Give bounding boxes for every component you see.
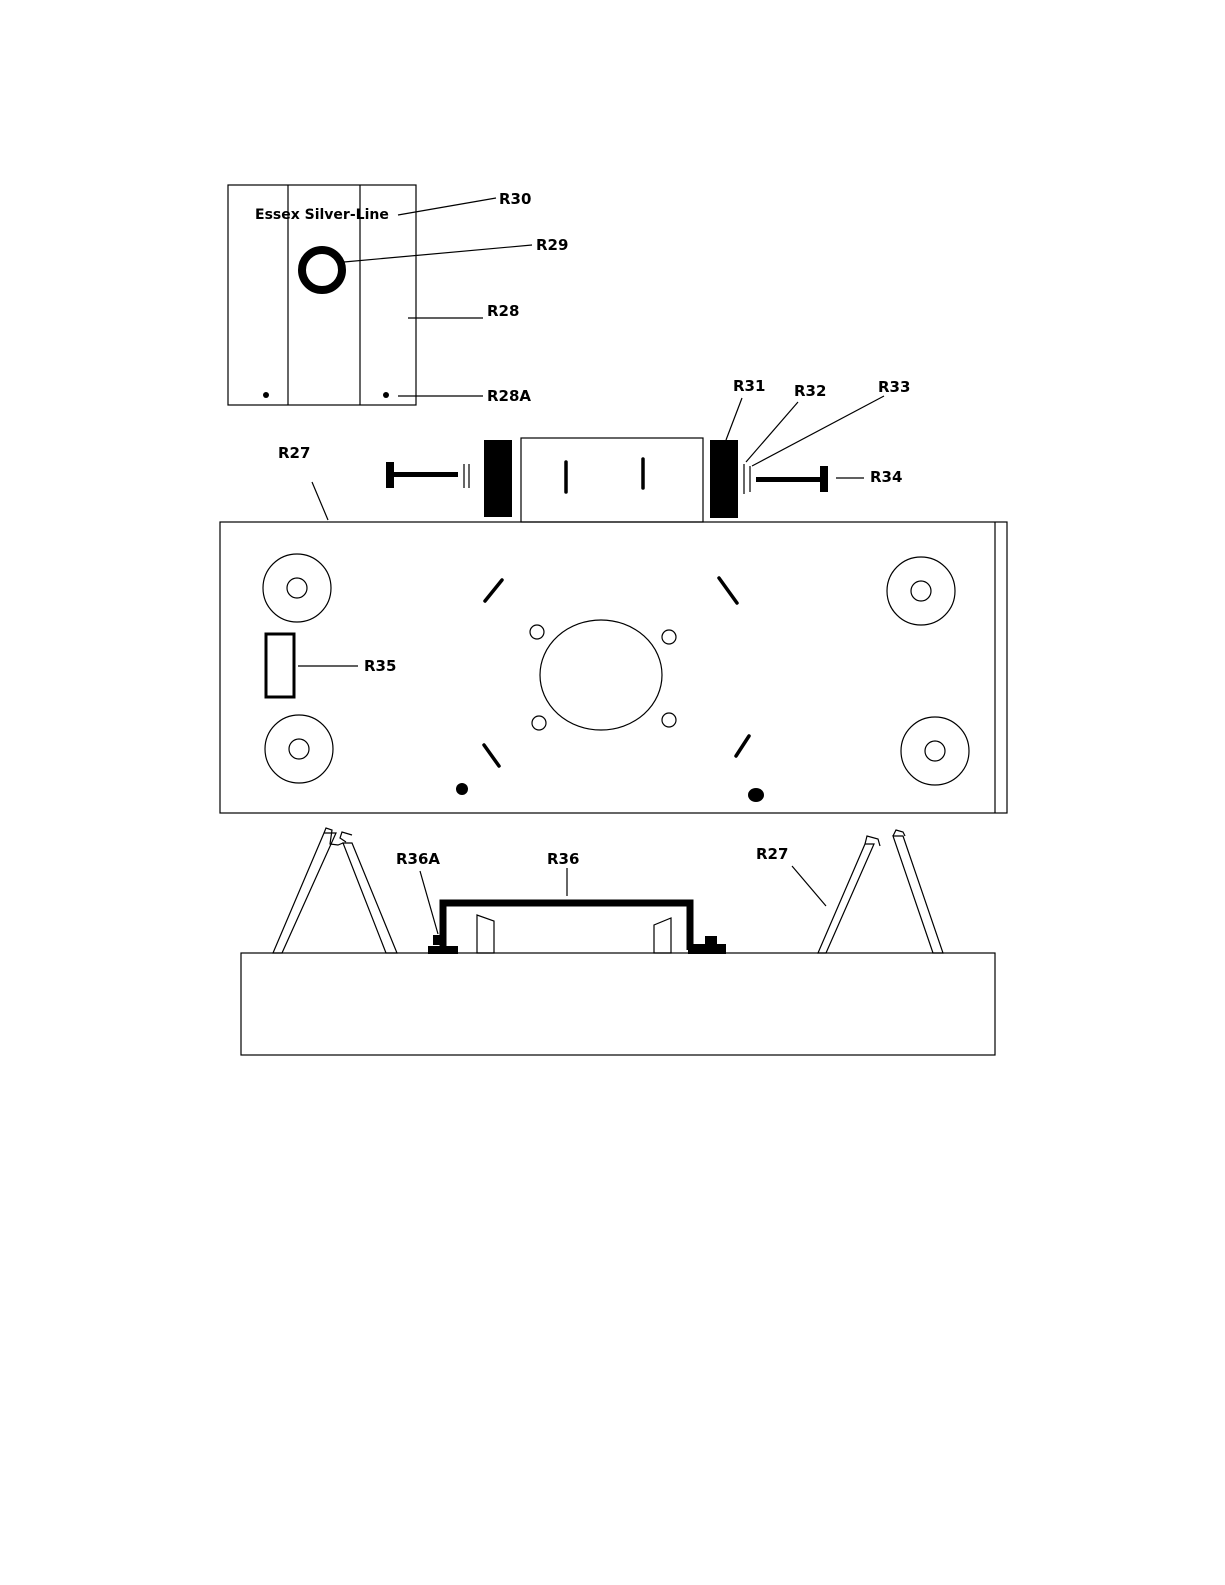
label-r28: R28	[487, 302, 519, 320]
label-r36a: R36A	[396, 850, 440, 868]
r28a-hole-right	[383, 392, 389, 398]
r31-bushing-right	[710, 440, 738, 518]
base-plate	[220, 522, 1007, 813]
label-r27-top: R27	[278, 444, 310, 462]
label-r33: R33	[878, 378, 910, 396]
r28a-hole-left	[263, 392, 269, 398]
r31-bushing-left	[484, 440, 512, 517]
r34-end-cap	[820, 466, 828, 492]
label-r29: R29	[536, 236, 568, 254]
rod-assembly	[386, 438, 828, 522]
label-r36: R36	[547, 850, 579, 868]
side-view	[241, 828, 995, 1055]
r29-ring	[302, 250, 342, 290]
label-r34: R34	[870, 468, 902, 486]
r35-slot	[266, 634, 294, 697]
r36a-tab	[433, 935, 445, 945]
label-r31: R31	[733, 377, 765, 395]
label-r32: R32	[794, 382, 826, 400]
label-r28a: R28A	[487, 387, 531, 405]
brand-text: Essex Silver-Line	[255, 207, 389, 223]
label-r27-bottom: R27	[756, 845, 788, 863]
label-r35: R35	[364, 657, 396, 675]
center-bracket	[521, 438, 703, 522]
nameplate-panel: Essex Silver-Line	[228, 185, 416, 405]
label-r30: R30	[499, 190, 531, 208]
